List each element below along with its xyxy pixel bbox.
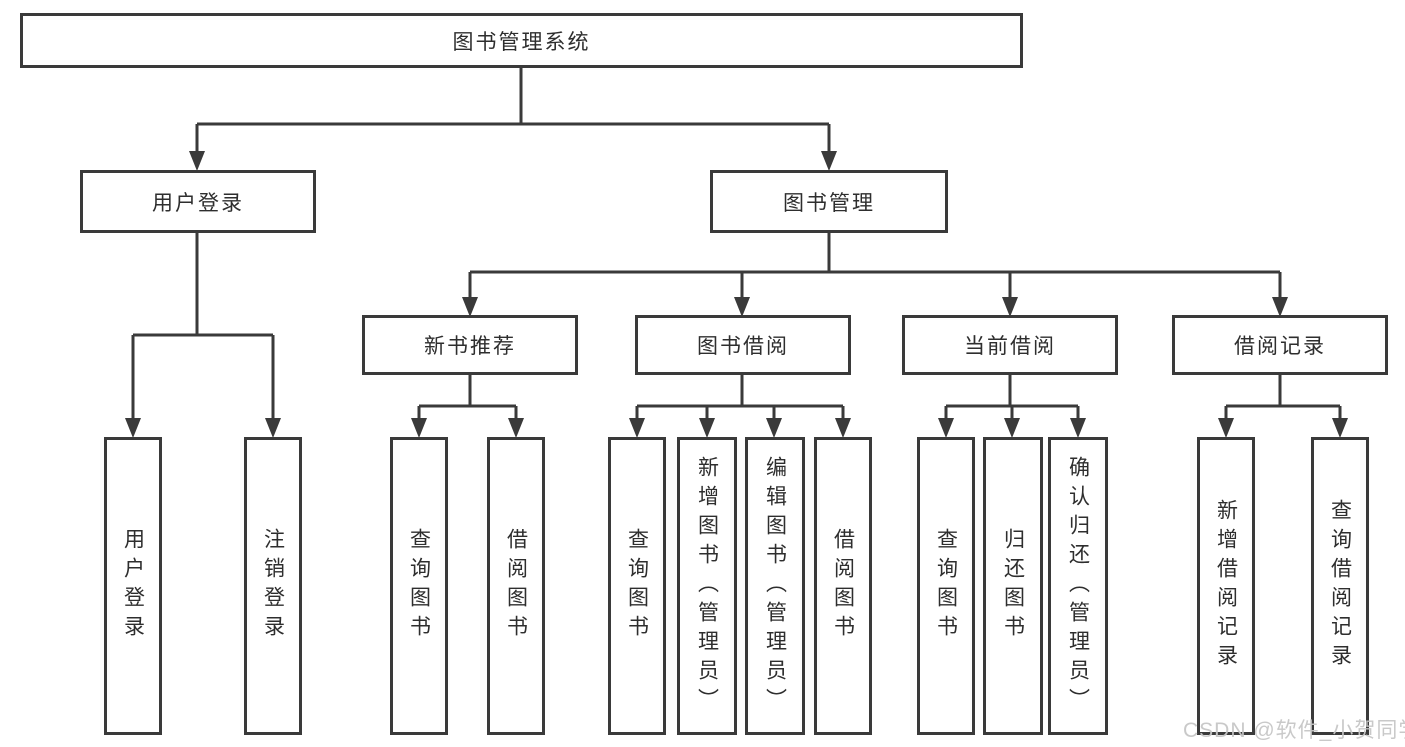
node-borrow-records: 借阅记录: [1172, 315, 1388, 375]
leaf-return-books-label: 归还图书: [1001, 528, 1025, 644]
node-current-borrow: 当前借阅: [902, 315, 1118, 375]
node-borrow-records-label: 借阅记录: [1234, 335, 1326, 358]
csdn-watermark: CSDN @软件_小贺同学: [1183, 719, 1405, 742]
leaf-newbook-borrow-books-label: 借阅图书: [504, 528, 528, 644]
node-new-book-recommend: 新书推荐: [362, 315, 578, 375]
leaf-logout-label: 注销登录: [261, 528, 285, 644]
node-user-login: 用户登录: [80, 170, 316, 233]
node-new-book-recommend-label: 新书推荐: [424, 335, 516, 358]
leaf-add-book-admin-label: 新增图书（管理员）: [695, 455, 719, 717]
leaf-query-borrow-record: 查询借阅记录: [1311, 437, 1369, 735]
leaf-add-book-admin: 新增图书（管理员）: [677, 437, 737, 735]
leaf-current-query-books-label: 查询图书: [934, 528, 958, 644]
node-root-system: 图书管理系统: [20, 13, 1023, 68]
node-user-login-label: 用户登录: [152, 191, 244, 215]
leaf-add-borrow-record-label: 新增借阅记录: [1214, 499, 1238, 673]
arrowheads: [125, 151, 1348, 438]
leaf-newbook-borrow-books: 借阅图书: [487, 437, 545, 735]
leaf-logout: 注销登录: [244, 437, 302, 735]
leaf-newbook-query-books: 查询图书: [390, 437, 448, 735]
leaf-newbook-query-books-label: 查询图书: [407, 528, 431, 644]
node-book-management: 图书管理: [710, 170, 948, 233]
node-book-management-label: 图书管理: [783, 191, 875, 215]
leaf-current-query-books: 查询图书: [917, 437, 975, 735]
leaf-edit-book-admin: 编辑图书（管理员）: [745, 437, 805, 735]
leaf-add-borrow-record: 新增借阅记录: [1197, 437, 1255, 735]
leaf-borrow-borrow-books: 借阅图书: [814, 437, 872, 735]
leaf-confirm-return-admin: 确认归还（管理员）: [1048, 437, 1108, 735]
node-book-borrow-label: 图书借阅: [697, 335, 789, 358]
leaf-borrow-borrow-books-label: 借阅图书: [831, 528, 855, 644]
leaf-confirm-return-admin-label: 确认归还（管理员）: [1066, 455, 1090, 717]
leaf-query-borrow-record-label: 查询借阅记录: [1328, 499, 1352, 673]
leaf-borrow-query-books-label: 查询图书: [625, 528, 649, 644]
leaf-user-login: 用户登录: [104, 437, 162, 735]
leaf-borrow-query-books: 查询图书: [608, 437, 666, 735]
node-book-borrow: 图书借阅: [635, 315, 851, 375]
node-current-borrow-label: 当前借阅: [964, 335, 1056, 358]
leaf-user-login-label: 用户登录: [121, 528, 145, 644]
node-root-label: 图书管理系统: [452, 30, 591, 54]
leaf-return-books: 归还图书: [983, 437, 1043, 735]
leaf-edit-book-admin-label: 编辑图书（管理员）: [763, 455, 787, 717]
